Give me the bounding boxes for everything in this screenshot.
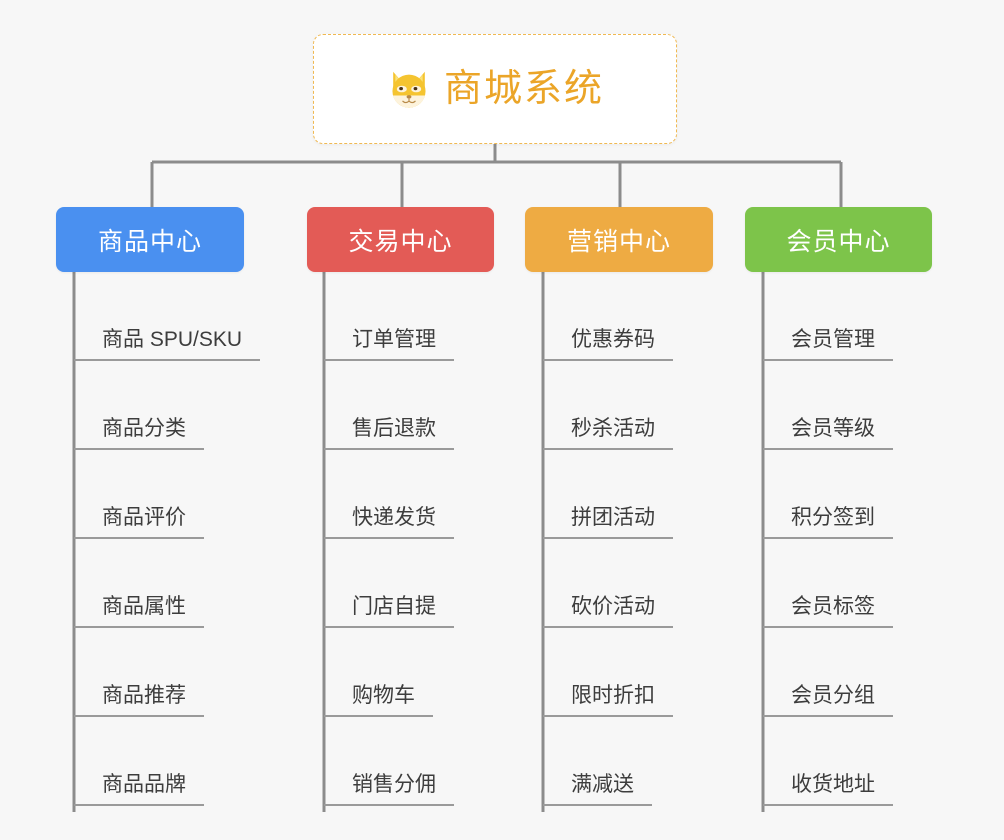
leaf-label: 优惠券码 — [543, 328, 673, 361]
root-title: 商城系统 — [443, 68, 604, 110]
list-item[interactable]: 销售分佣 — [324, 717, 454, 806]
leaf-label: 售后退款 — [324, 417, 454, 450]
list-item[interactable]: 商品推荐 — [74, 628, 260, 717]
list-item[interactable]: 限时折扣 — [543, 628, 673, 717]
leaf-label: 销售分佣 — [324, 773, 454, 806]
leaf-label: 商品分类 — [74, 417, 204, 450]
leaf-label: 拼团活动 — [543, 506, 673, 539]
leaf-label: 砍价活动 — [543, 595, 673, 628]
list-item[interactable]: 会员分组 — [763, 628, 893, 717]
category-box-product[interactable]: 商品中心 — [56, 207, 244, 272]
category-box-member[interactable]: 会员中心 — [745, 207, 932, 272]
category-label: 商品中心 — [97, 227, 202, 256]
leaf-column-transaction: 订单管理 售后退款 快递发货 门店自提 购物车 销售分佣 — [324, 272, 454, 806]
list-item[interactable]: 优惠券码 — [543, 272, 673, 361]
leaf-label: 积分签到 — [763, 506, 893, 539]
leaf-label: 会员分组 — [763, 684, 893, 717]
category-box-marketing[interactable]: 营销中心 — [525, 207, 713, 272]
leaf-label: 商品 SPU/SKU — [74, 328, 261, 361]
list-item[interactable]: 拼团活动 — [543, 450, 673, 539]
category-label: 营销中心 — [566, 227, 671, 256]
list-item[interactable]: 砍价活动 — [543, 539, 673, 628]
list-item[interactable]: 会员等级 — [763, 361, 893, 450]
leaf-label: 购物车 — [324, 684, 433, 717]
list-item[interactable]: 购物车 — [324, 628, 454, 717]
list-item[interactable]: 商品属性 — [74, 539, 260, 628]
leaf-label: 快递发货 — [324, 506, 454, 539]
list-item[interactable]: 会员管理 — [763, 272, 893, 361]
leaf-label: 秒杀活动 — [543, 417, 673, 450]
category-label: 会员中心 — [786, 227, 891, 256]
root-node[interactable]: 商城系统 — [313, 34, 677, 144]
category-box-transaction[interactable]: 交易中心 — [307, 207, 494, 272]
list-item[interactable]: 会员标签 — [763, 539, 893, 628]
list-item[interactable]: 商品品牌 — [74, 717, 260, 806]
list-item[interactable]: 秒杀活动 — [543, 361, 673, 450]
leaf-label: 商品推荐 — [74, 684, 204, 717]
list-item[interactable]: 快递发货 — [324, 450, 454, 539]
category-label: 交易中心 — [348, 227, 453, 256]
leaf-label: 门店自提 — [324, 595, 454, 628]
leaf-label: 收货地址 — [763, 773, 893, 806]
leaf-label: 商品评价 — [74, 506, 204, 539]
leaf-label: 限时折扣 — [543, 684, 673, 717]
list-item[interactable]: 满减送 — [543, 717, 673, 806]
leaf-label: 会员等级 — [763, 417, 893, 450]
list-item[interactable]: 收货地址 — [763, 717, 893, 806]
leaf-label: 会员标签 — [763, 595, 893, 628]
list-item[interactable]: 积分签到 — [763, 450, 893, 539]
leaf-label: 会员管理 — [763, 328, 893, 361]
list-item[interactable]: 售后退款 — [324, 361, 454, 450]
leaf-label: 商品品牌 — [74, 773, 204, 806]
leaf-column-member: 会员管理 会员等级 积分签到 会员标签 会员分组 收货地址 — [763, 272, 893, 806]
leaf-column-marketing: 优惠券码 秒杀活动 拼团活动 砍价活动 限时折扣 满减送 — [543, 272, 673, 806]
list-item[interactable]: 商品分类 — [74, 361, 260, 450]
leaf-label: 满减送 — [543, 773, 652, 806]
list-item[interactable]: 商品评价 — [74, 450, 260, 539]
list-item[interactable]: 商品 SPU/SKU — [74, 272, 261, 361]
leaf-column-product: 商品 SPU/SKU 商品分类 商品评价 商品属性 商品推荐 商品品牌 — [74, 272, 261, 806]
leaf-label: 订单管理 — [324, 328, 454, 361]
list-item[interactable]: 门店自提 — [324, 539, 454, 628]
list-item[interactable]: 订单管理 — [324, 272, 454, 361]
shiba-dog-face-icon — [392, 71, 426, 110]
leaf-label: 商品属性 — [74, 595, 204, 628]
